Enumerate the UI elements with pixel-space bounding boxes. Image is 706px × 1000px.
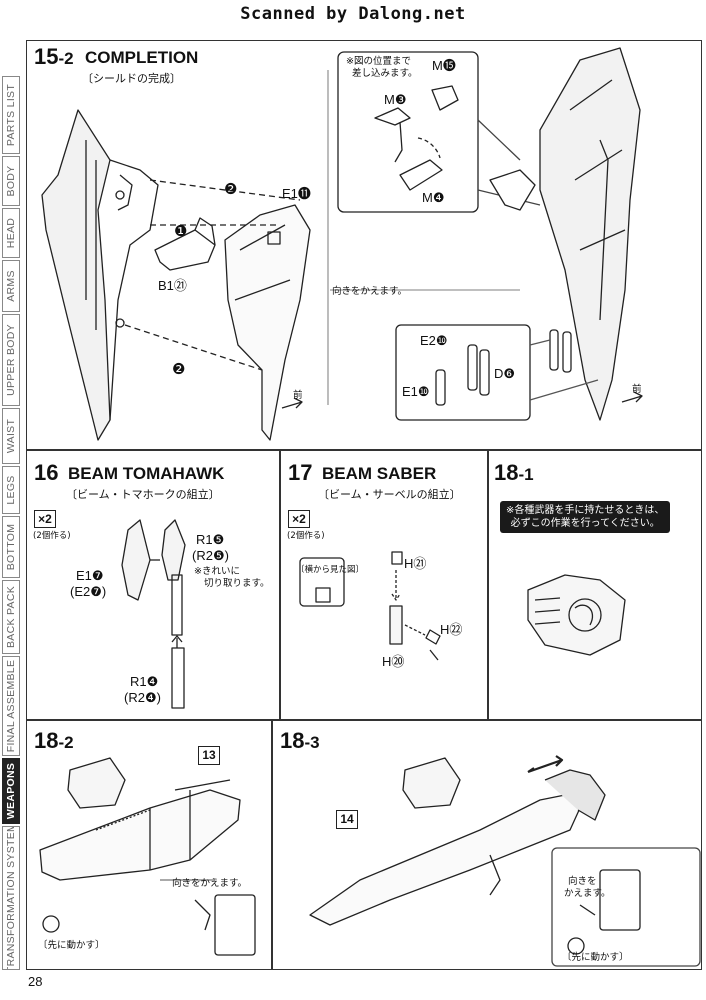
note-turn-15: 向きをかえます。 xyxy=(332,286,408,297)
note-move-18-3: 〔先に動かす〕 xyxy=(562,952,629,963)
step-16-title: BEAM TOMAHAWK xyxy=(68,464,225,483)
shield-rotated-drawing xyxy=(539,47,641,421)
step-18-2-panel xyxy=(26,720,272,970)
connector-part-drawing xyxy=(154,217,216,271)
part-m4: M❹ xyxy=(422,190,445,205)
page-number: 28 xyxy=(28,974,43,989)
step-17-panel xyxy=(280,450,488,720)
grip-parts-drawing xyxy=(435,329,572,406)
part-h21: H㉑ xyxy=(404,556,427,571)
note-position: ※図の位置まで xyxy=(346,56,411,67)
note-turn-18-3a: 向きを xyxy=(568,876,597,887)
step-17-make-two: (2個作る) xyxy=(287,531,325,541)
scan-banner: Scanned by Dalong.net xyxy=(240,4,466,24)
rifle-drawing-18-2 xyxy=(39,757,256,956)
sidebar-tab-legs[interactable]: LEGS xyxy=(2,466,20,514)
hand-part-drawing xyxy=(489,169,536,211)
sidebar-tab-back-pack[interactable]: BACK PACK xyxy=(2,580,20,654)
part-m3: M❸ xyxy=(384,92,407,107)
step-16-panel xyxy=(26,450,280,720)
step-16-number: 16 xyxy=(34,460,59,485)
part-e1-11: E1⓫ xyxy=(282,186,311,201)
step-18-3-number: 18-3 xyxy=(280,728,320,753)
tomahawk-arrow xyxy=(171,635,183,648)
sidebar-tab-arms[interactable]: ARMS xyxy=(2,260,20,312)
forward-label-left: 前 xyxy=(293,390,303,401)
note-cut: ※きれいに xyxy=(194,566,240,577)
forward-arrow-right xyxy=(621,391,643,403)
part-h22: H㉒ xyxy=(440,622,463,637)
step-marker-2b: ❷ xyxy=(172,361,186,378)
side-view-box xyxy=(299,557,345,607)
step-17-subtitle: 〔ビーム・サーベルの組立〕 xyxy=(318,488,461,501)
section-sidebar: PARTS LIST BODY HEAD ARMS UPPER BODY WAI… xyxy=(0,76,22,970)
move-first-icon-18-3 xyxy=(567,937,585,955)
part-r1-4: R1❹ xyxy=(130,674,159,689)
part-r2-4: (R2❹) xyxy=(124,690,161,705)
step-18-3-panel xyxy=(272,720,702,970)
step-marker-2: ❷ xyxy=(224,181,238,198)
rifle-drawing-18-3 xyxy=(309,757,641,931)
step-17-title: BEAM SABER xyxy=(322,464,437,483)
part-r2-5: (R2❺) xyxy=(192,548,229,563)
note-turn-18-2: 向きをかえます。 xyxy=(172,878,248,889)
part-d6: D❻ xyxy=(494,366,516,381)
weapon-badge-13: 13 xyxy=(198,746,220,765)
note-cut-2: 切り取ります。 xyxy=(204,578,270,589)
forward-label-right: 前 xyxy=(632,384,642,395)
shield-body-drawing xyxy=(41,109,159,441)
warning-line-2: 必ずこの作業を行ってください。 xyxy=(510,518,660,529)
sidebar-tab-weapons[interactable]: WEAPONS xyxy=(2,758,20,824)
step-18-1-panel xyxy=(488,450,702,720)
part-e1-7: E1❼ xyxy=(76,568,104,583)
note-turn-18-3b: かえます。 xyxy=(564,888,611,899)
sidebar-tab-final-assemble[interactable]: FINAL ASSEMBLE xyxy=(2,656,20,756)
step-16-subtitle: 〔ビーム・トマホークの組立〕 xyxy=(66,488,220,501)
step-18-1-number: 18-1 xyxy=(494,460,534,485)
part-h20: H⑳ xyxy=(382,654,405,669)
side-view-label: 〔横から見た図〕 xyxy=(296,565,365,575)
saber-drawing xyxy=(389,551,441,661)
note-insert: 差し込みます。 xyxy=(352,68,418,79)
step-18-2-number: 18-2 xyxy=(34,728,74,753)
part-m15: M⓯ xyxy=(432,58,456,73)
sidebar-tab-bottom[interactable]: BOTTOM xyxy=(2,516,20,578)
step-15-number: 15-2 xyxy=(34,44,74,69)
part-e2-7: (E2❼) xyxy=(70,584,107,599)
step-17-number: 17 xyxy=(288,460,313,485)
note-move-18-2: 〔先に動かす〕 xyxy=(38,940,105,951)
sidebar-tab-upper-body[interactable]: UPPER BODY xyxy=(2,314,20,406)
step-17-multiplier: ×2 xyxy=(288,510,310,528)
step-18-1-warning: ※各種武器を手に持たせるときは、必ずこの作業を行ってください。 xyxy=(500,501,671,533)
part-e1-10: E1❿ xyxy=(402,384,430,399)
inset-parts-drawing xyxy=(374,85,459,191)
forward-arrow-left xyxy=(281,397,303,409)
part-e2-10: E2❿ xyxy=(420,333,448,348)
step-16-multiplier: ×2 xyxy=(34,510,56,528)
sidebar-tab-body[interactable]: BODY xyxy=(2,156,20,206)
part-b1-21: B1㉑ xyxy=(158,278,187,293)
part-r1-5: R1❺ xyxy=(196,532,225,547)
step-16-make-two: (2個作る) xyxy=(33,531,71,541)
sidebar-tab-head[interactable]: HEAD xyxy=(2,208,20,258)
step-15-panel xyxy=(26,40,702,450)
sidebar-tab-parts-list[interactable]: PARTS LIST xyxy=(2,76,20,154)
weapon-badge-14: 14 xyxy=(336,810,358,829)
shield-cover-drawing xyxy=(224,204,311,441)
step-marker-1: ❶ xyxy=(174,223,188,240)
hand-drawing-18-1 xyxy=(527,574,626,656)
tomahawk-drawing xyxy=(121,519,186,709)
slide-arrow xyxy=(527,755,564,774)
step-15-title: COMPLETION xyxy=(85,48,199,67)
sidebar-tab-waist[interactable]: WAIST xyxy=(2,408,20,464)
warning-line-1: ※各種武器を手に持たせるときは、 xyxy=(506,505,665,516)
move-first-icon-18-2 xyxy=(42,915,60,933)
step-15-subtitle: 〔シールドの完成〕 xyxy=(82,72,181,85)
sidebar-tab-transformation-system[interactable]: TRANSFORMATION SYSTEM xyxy=(2,826,20,970)
